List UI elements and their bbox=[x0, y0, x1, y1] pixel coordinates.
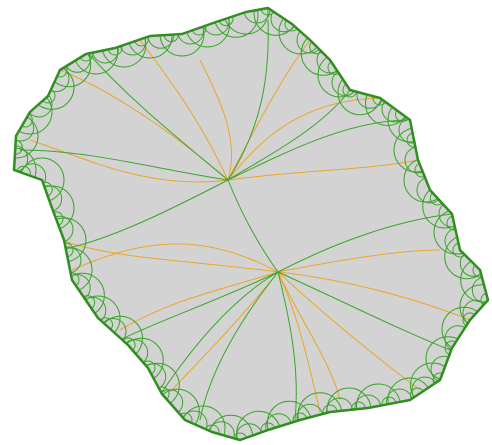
tiling-region bbox=[14, 8, 488, 440]
